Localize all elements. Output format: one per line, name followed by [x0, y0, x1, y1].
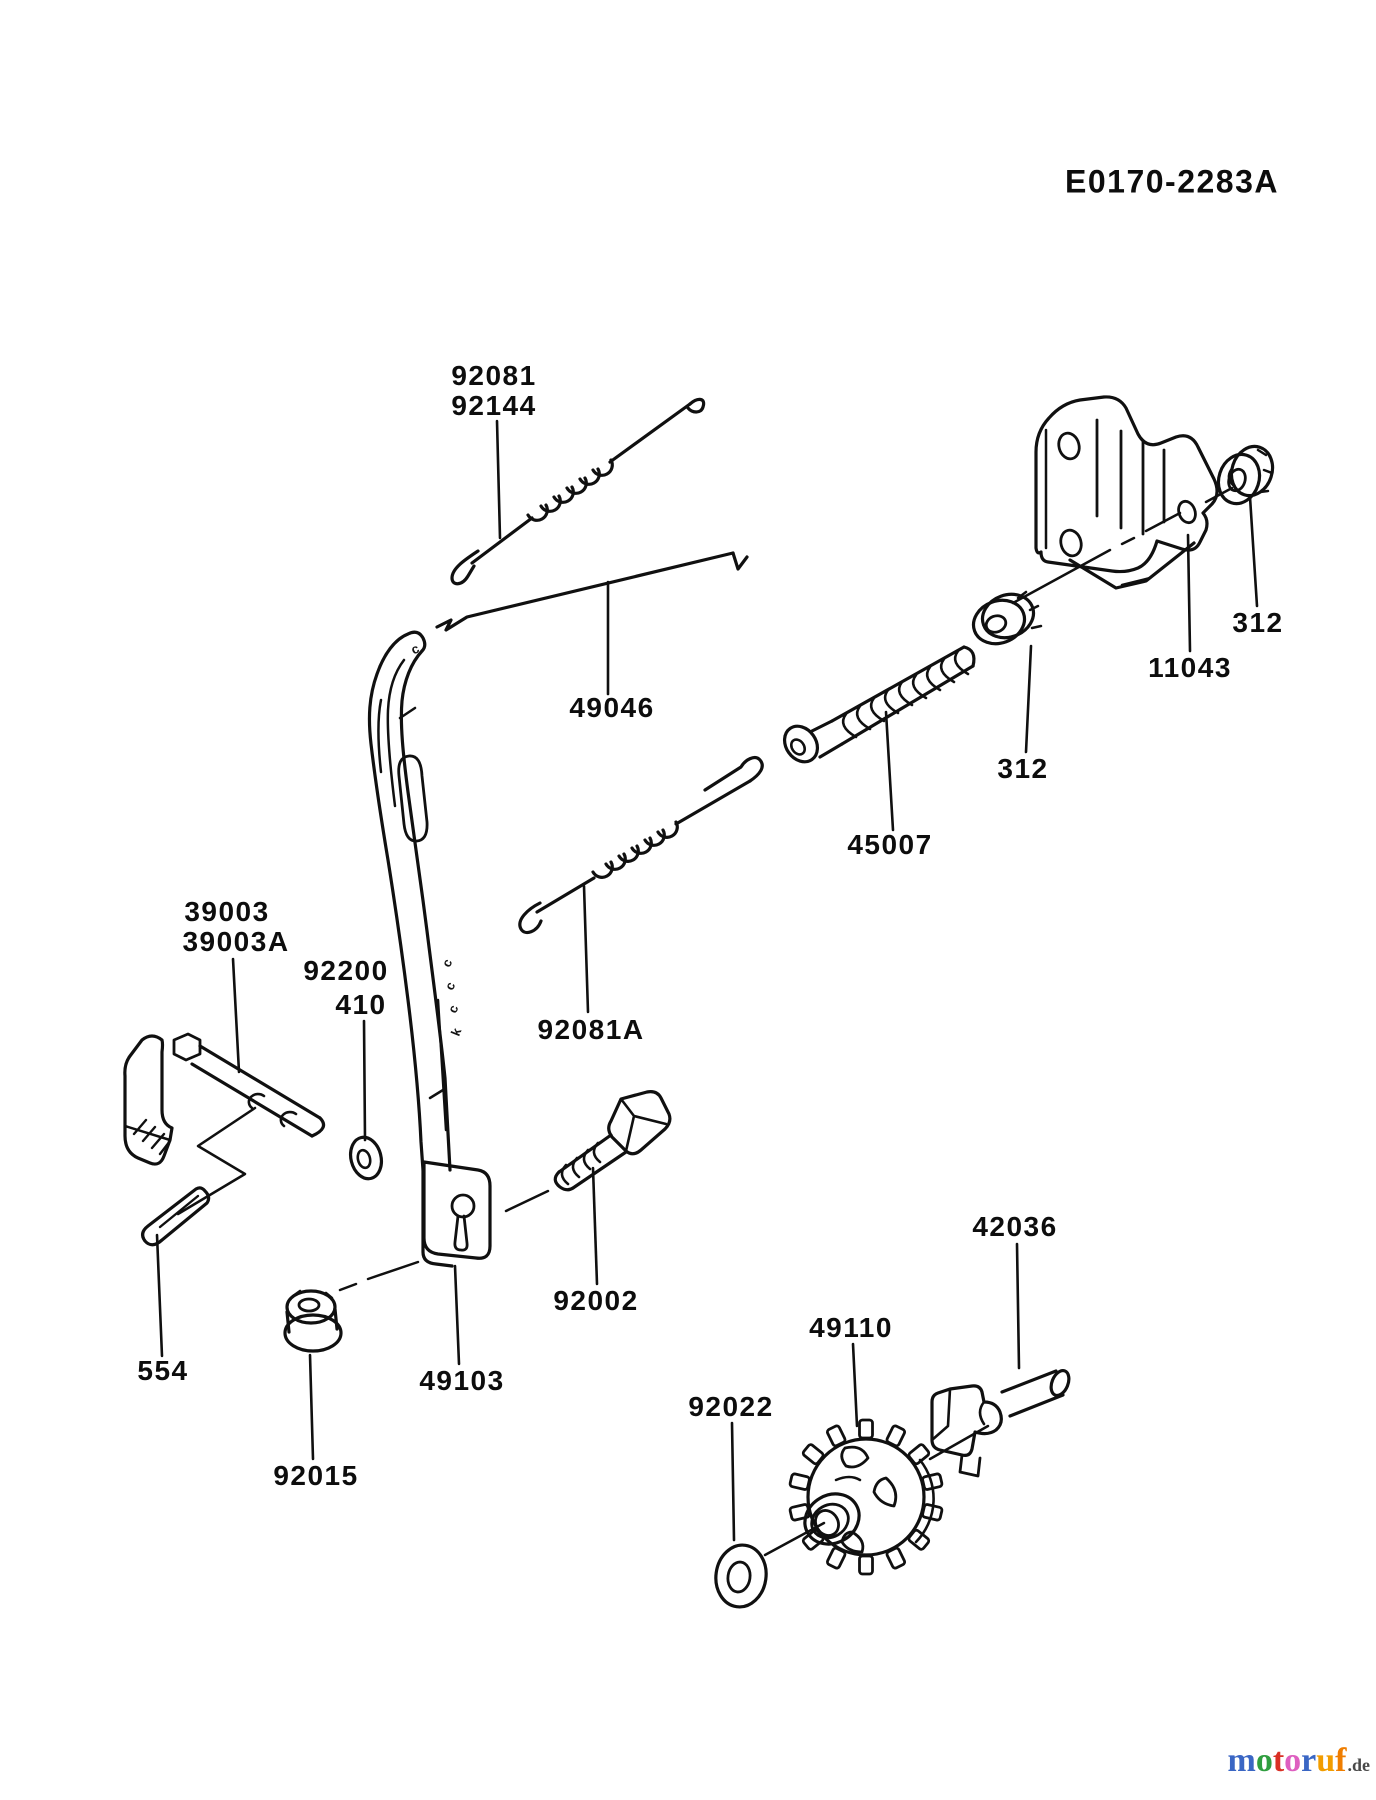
leader-lines — [155, 419, 1259, 1542]
part-screw-45007 — [782, 645, 976, 764]
part-label-45007: 45007 — [847, 829, 933, 860]
assembly-centerlines-right — [1011, 486, 1234, 605]
part-bracket-11043 — [1034, 395, 1219, 590]
part-nut-312-right — [1216, 444, 1275, 506]
part-lever-39003 — [123, 1032, 326, 1166]
part-lever-49103 — [367, 630, 492, 1268]
watermark-letter: t — [1272, 1742, 1285, 1779]
part-label-92144: 92144 — [451, 390, 537, 421]
part-pin-554 — [141, 1186, 211, 1247]
part-washer-92022 — [714, 1521, 826, 1609]
part-label-39003: 39003 — [184, 896, 270, 927]
part-label-410: 410 — [335, 989, 387, 1020]
watermark-letter: u — [1316, 1742, 1336, 1779]
gear-teeth — [788, 1418, 944, 1576]
part-label-92081: 92081 — [451, 360, 537, 391]
part-bolt-92002 — [504, 1090, 672, 1213]
watermark-letter: f — [1335, 1742, 1347, 1779]
part-label-49103: 49103 — [419, 1365, 505, 1396]
part-label-554: 554 — [137, 1355, 189, 1386]
part-spring-92081 — [450, 397, 706, 586]
watermark-suffix: .de — [1347, 1755, 1371, 1775]
part-coupling-42036 — [928, 1368, 1071, 1478]
part-label-drawing-number: E0170-2283A — [1065, 163, 1279, 200]
part-gear-49110 — [788, 1418, 944, 1576]
watermark-letter: r — [1301, 1742, 1317, 1779]
part-nut-312-center — [971, 590, 1043, 646]
part-label-92015: 92015 — [273, 1460, 359, 1491]
watermark-letter: o — [1255, 1742, 1273, 1779]
part-label-92081A: 92081A — [537, 1014, 645, 1045]
part-label-49046: 49046 — [569, 692, 655, 723]
part-nut-92015 — [283, 1260, 420, 1353]
watermark-letters: motoruf — [1228, 1744, 1347, 1778]
part-label-11043: 11043 — [1148, 652, 1232, 683]
part-label-92002: 92002 — [553, 1285, 639, 1316]
part-label-49110: 49110 — [809, 1312, 893, 1343]
watermark-logo: motoruf.de — [1210, 1744, 1371, 1796]
part-rod-49046 — [435, 551, 749, 632]
part-label-312-center: 312 — [997, 753, 1049, 784]
part-washer-410 — [348, 1135, 384, 1181]
watermark-letter: o — [1284, 1742, 1302, 1779]
watermark-letter: m — [1227, 1742, 1256, 1779]
part-label-42036: 42036 — [972, 1211, 1058, 1242]
part-label-39003A: 39003A — [182, 926, 290, 957]
part-spring-92081A — [518, 755, 764, 935]
assembly-centerline-left — [176, 1106, 257, 1216]
part-label-92200: 92200 — [303, 955, 389, 986]
part-label-92022: 92022 — [688, 1391, 774, 1422]
part-label-312-right: 312 — [1232, 607, 1284, 638]
